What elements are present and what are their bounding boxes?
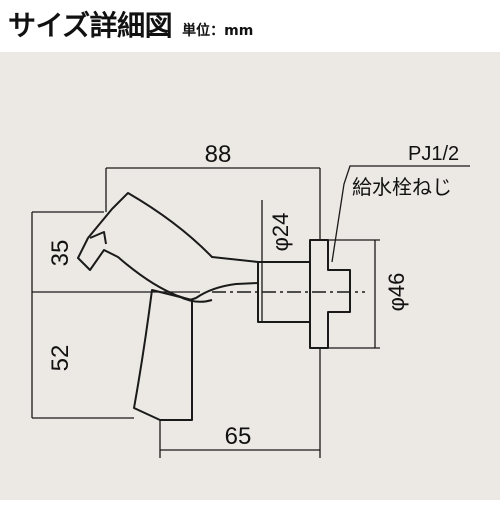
lever-tab bbox=[89, 231, 107, 245]
spout-joint bbox=[177, 295, 213, 303]
dim-lower-height: 52 bbox=[47, 345, 74, 372]
page-title: サイズ詳細図 bbox=[8, 9, 173, 42]
thread-fitting bbox=[309, 239, 351, 349]
dim-inlet-diameter: φ24 bbox=[268, 213, 293, 252]
header: サイズ詳細図 単位：mm bbox=[8, 4, 253, 44]
faucet-body bbox=[77, 192, 351, 421]
dim-upper-height: 35 bbox=[47, 240, 74, 267]
dimension-lines bbox=[31, 165, 470, 458]
thread-spec: PJ1/2 bbox=[408, 143, 459, 165]
dim-overall-width: 88 bbox=[205, 141, 232, 168]
diagram-svg: 88 35 52 65 φ24 φ46 PJ1/2 給水栓ねじ bbox=[31, 141, 470, 458]
faucet-handle-outline bbox=[77, 192, 259, 301]
spout-outline bbox=[133, 289, 193, 421]
thread-name: 給水栓ねじ bbox=[352, 176, 452, 199]
dim-spout-offset: 65 bbox=[225, 423, 252, 450]
size-diagram: 88 35 52 65 φ24 φ46 PJ1/2 給水栓ねじ bbox=[0, 52, 500, 500]
unit-label: 単位：mm bbox=[182, 23, 254, 39]
dim-fitting-diameter: φ46 bbox=[384, 273, 409, 312]
